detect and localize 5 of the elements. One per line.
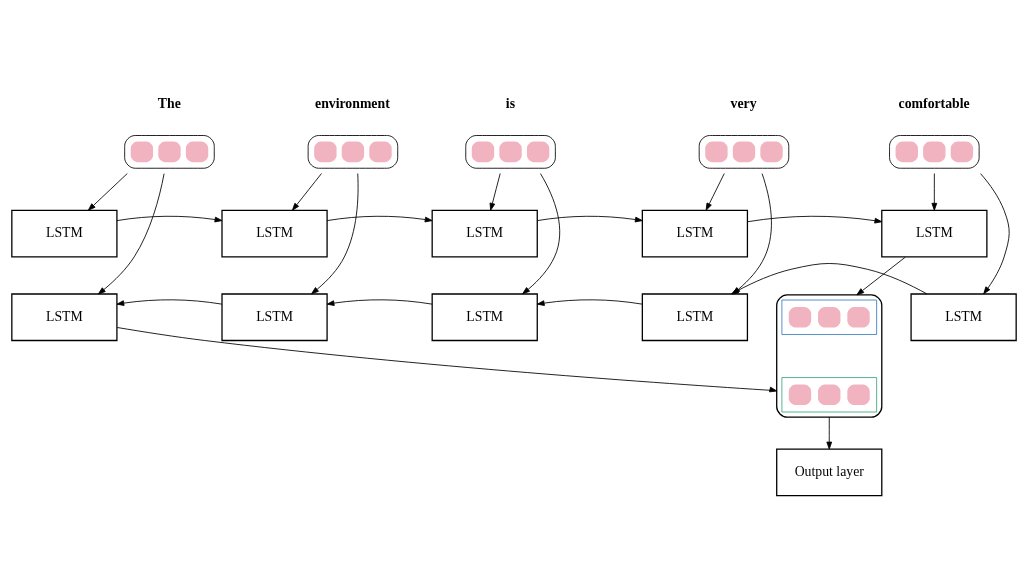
node-label: environment <box>315 95 390 111</box>
node-label: The <box>157 95 181 111</box>
node-label: is <box>505 95 515 111</box>
node-label: very <box>730 95 757 111</box>
node-label: comfortable <box>898 95 970 111</box>
